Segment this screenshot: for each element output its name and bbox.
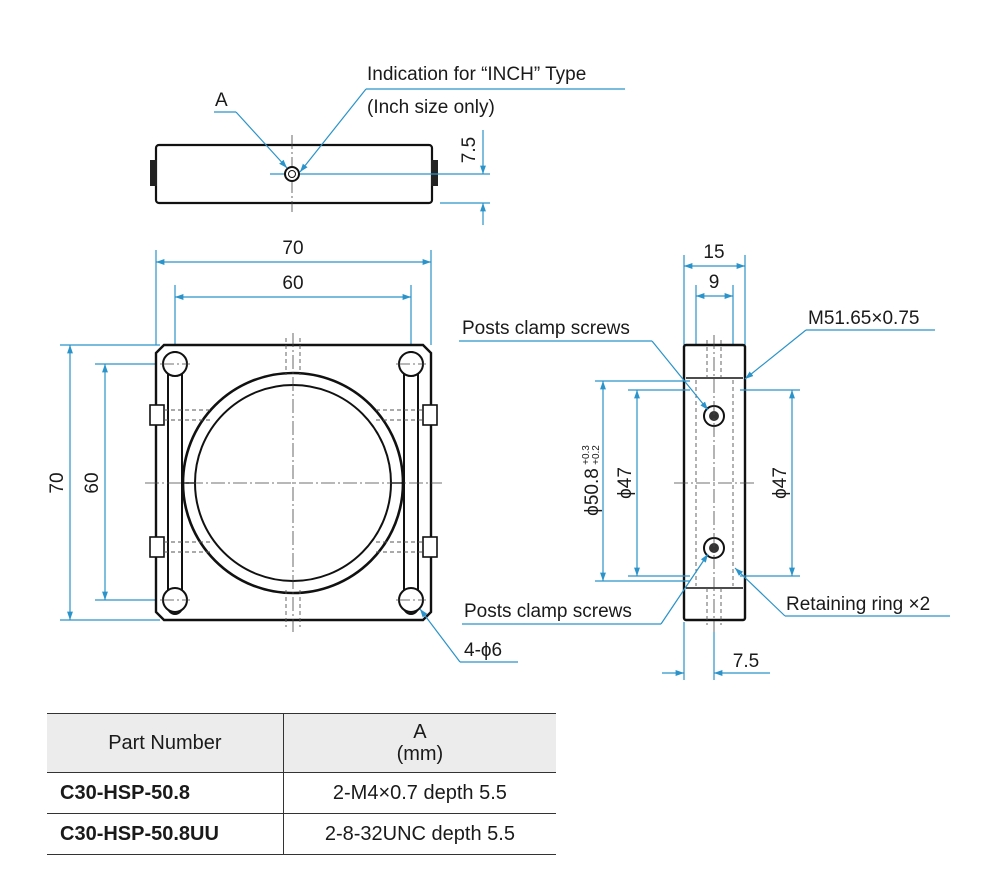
spec-table: Part Number A (mm) C30-HSP-50.8 2-M4×0.7…	[47, 713, 556, 855]
leader-posts-bottom	[660, 553, 709, 625]
dim-ring-left: ϕ47	[615, 467, 636, 499]
dim-width-inner: 60	[282, 273, 303, 294]
header-a-unit: (mm)	[396, 743, 444, 765]
dim-height-outer: 70	[47, 472, 68, 493]
side-body	[682, 343, 747, 622]
label-a: A	[215, 90, 228, 111]
a-value-cell: 2-8-32UNC depth 5.5	[283, 813, 556, 855]
dim-top-view-height: 7.5	[459, 137, 480, 163]
retaining-ring-label: Retaining ring ×2	[786, 594, 930, 615]
dim-height-inner: 60	[82, 472, 103, 493]
tapped-hole-a-inner	[288, 170, 296, 178]
spec-table-header: Part Number A (mm)	[47, 713, 556, 773]
inch-size-only-label: (Inch size only)	[367, 97, 495, 118]
dim-side-offset: 7.5	[733, 651, 759, 672]
header-a: A (mm)	[283, 713, 556, 773]
dim-bore-diameter: ϕ50.8	[582, 468, 603, 516]
clamp-screw-right-bottom	[422, 536, 438, 558]
dim-bore-tol-lower: +0.2	[591, 445, 602, 465]
leader-inch	[299, 88, 367, 173]
tapped-hole-a	[284, 166, 300, 182]
holes-label: 4-ϕ6	[464, 640, 502, 661]
leader-retaining-ring	[734, 567, 786, 617]
front-view: 70 60 70 60	[47, 238, 518, 663]
leader-a	[235, 111, 288, 169]
clamp-screw-left-bottom	[149, 536, 165, 558]
posts-clamp-screws-top: Posts clamp screws	[462, 318, 630, 339]
dim-width-outer: 70	[282, 238, 303, 259]
dim-bore-tol-upper: +0.3	[581, 445, 592, 465]
thread-label: M51.65×0.75	[808, 308, 919, 329]
clamp-screw-left-top	[149, 404, 165, 426]
dim-bore-group: ϕ50.8	[582, 468, 603, 516]
dim-side-inner: 9	[709, 272, 720, 293]
top-view-left-screw	[150, 160, 157, 186]
leader-holes	[419, 608, 461, 663]
inch-indication-label: Indication for “INCH” Type	[367, 64, 586, 85]
part-number-cell: C30-HSP-50.8	[47, 772, 284, 814]
part-number-cell: C30-HSP-50.8UU	[47, 813, 284, 855]
leader-thread	[744, 329, 807, 380]
header-part-number: Part Number	[47, 713, 284, 773]
top-view-right-screw	[431, 160, 438, 186]
side-clamp-screw-top-hex	[709, 411, 719, 421]
table-row: C30-HSP-50.8 2-M4×0.7 depth 5.5	[47, 772, 556, 814]
dim-side-width: 15	[703, 242, 724, 263]
posts-clamp-screws-bottom: Posts clamp screws	[464, 601, 632, 622]
table-row: C30-HSP-50.8UU 2-8-32UNC depth 5.5	[47, 813, 556, 855]
clamp-screw-right-top	[422, 404, 438, 426]
side-clamp-screw-bottom-hex	[709, 543, 719, 553]
a-value-cell: 2-M4×0.7 depth 5.5	[283, 772, 556, 814]
side-view: 15 9 ϕ50.8 +0.3 +0.2 ϕ47	[459, 242, 950, 680]
leader-posts-top	[651, 340, 709, 411]
top-view: 7.5 A Indication for “INCH” Type (Inch s…	[150, 64, 625, 225]
header-a-label: A	[413, 721, 427, 743]
dim-ring-right: ϕ47	[770, 467, 791, 499]
